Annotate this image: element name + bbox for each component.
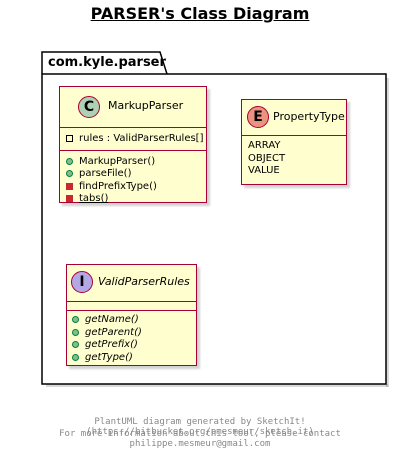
method-row: getPrefix() (67, 339, 196, 352)
enum-header: E PropertyType (242, 100, 346, 135)
enum-value: ARRAY (242, 140, 346, 153)
method-row: tabs() (60, 193, 206, 206)
abstract-method-label: getParent() (85, 326, 142, 338)
method-row: parseFile() (60, 168, 206, 181)
public-method-icon (66, 157, 73, 165)
method-label: MarkupParser() (79, 155, 156, 167)
field-section: rules : ValidParserRules[] (60, 127, 206, 150)
interface-stereotype-icon: I (71, 271, 93, 293)
method-row: getParent() (67, 327, 196, 340)
enum-value: VALUE (242, 165, 346, 178)
public-method-icon (72, 341, 79, 348)
method-row: MarkupParser() (60, 156, 206, 169)
method-section: MarkupParser() parseFile() findPrefixTyp… (60, 149, 206, 206)
interface-validparserrules[interactable]: I ValidParserRules getName() getParent()… (66, 264, 197, 366)
public-method-icon (72, 328, 79, 336)
private-method-icon (66, 182, 73, 190)
method-row: findPrefixType() (60, 181, 206, 194)
method-row: getType() (67, 352, 196, 365)
footer-generator-note: PlantUML diagram generated by SketchIt! … (86, 417, 314, 437)
public-method-icon (66, 170, 73, 177)
enum-name: PropertyType (273, 110, 345, 123)
enum-value-label: VALUE (248, 165, 280, 176)
enum-value: OBJECT (242, 153, 346, 166)
public-method-icon (72, 316, 79, 323)
interface-method-section: getName() getParent() getPrefix() getTyp… (67, 310, 196, 364)
field-row: rules : ValidParserRules[] (60, 133, 206, 146)
abstract-method-label: getName() (85, 314, 139, 325)
class-header: C MarkupParser (60, 87, 206, 127)
method-row: getName() (67, 314, 196, 327)
public-method-icon (72, 353, 79, 361)
enum-stereotype-icon: E (247, 106, 269, 128)
enum-value-label: OBJECT (248, 152, 286, 164)
enum-values-section: ARRAY OBJECT VALUE (242, 135, 346, 178)
field-label: rules : ValidParserRules[] (79, 133, 204, 144)
private-field-icon (66, 135, 73, 142)
private-method-icon (66, 195, 73, 202)
enum-value-label: ARRAY (248, 140, 281, 151)
interface-name: ValidParserRules (98, 275, 190, 288)
method-label: parseFile() (79, 168, 132, 179)
class-markupparser[interactable]: C MarkupParser rules : ValidParserRules[… (59, 86, 207, 206)
class-name: MarkupParser (108, 99, 184, 112)
interface-header: I ValidParserRules (67, 265, 196, 301)
interface-field-section (67, 301, 196, 310)
class-stereotype-icon: C (78, 96, 100, 118)
diagram-title: PARSER's Class Diagram (90, 4, 310, 23)
package-name: com.kyle.parser (48, 55, 166, 70)
enum-propertytype[interactable]: E PropertyType ARRAY OBJECT VALUE (241, 99, 347, 185)
abstract-method-label: getType() (85, 351, 133, 363)
method-label: findPrefixType() (79, 180, 157, 192)
static-method-label: tabs() (79, 193, 109, 204)
abstract-method-label: getPrefix() (85, 339, 138, 350)
